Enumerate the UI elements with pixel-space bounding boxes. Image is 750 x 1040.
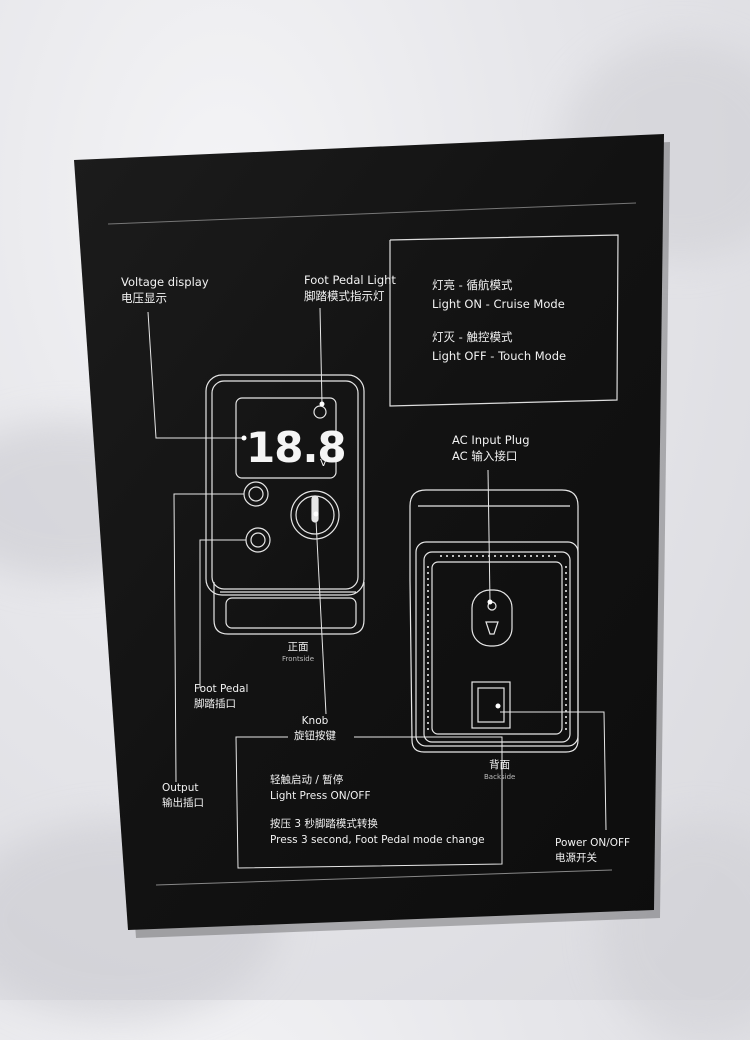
foot-pedal-light-zh: 脚踏模式指示灯 [304,289,385,303]
front-side-zh: 正面 [287,641,309,653]
lcd-digits: 18.8 V [246,423,347,472]
instruction-card: 18.8 V [74,134,670,938]
power-en: Power ON/OFF [555,837,631,849]
knob-en: Knob [301,715,329,727]
foot-pedal-zh: 脚踏插口 [194,698,236,710]
ac-input-label: AC Input Plug AC 输入接口 [452,432,530,464]
leader-lines [147,307,607,869]
knob-label: Knob 旋钮按键 [294,714,336,744]
lcd-reading: 18.8 [246,423,346,472]
back-device-drawing [409,489,579,753]
card-body [74,134,664,930]
output-zh: 输出插口 [162,797,204,809]
card-graphic: 18.8 V [74,134,670,938]
mode-line1-en: Light ON - Cruise Mode [432,297,565,311]
back-side-zh: 背面 [489,759,511,771]
mode-line2-zh: 灯灭 - 触控模式 [432,330,513,344]
mode-line1-zh: 灯亮 - 循航模式 [432,278,513,292]
foot-pedal-light-label: Foot Pedal Light 脚踏模式指示灯 [304,272,396,304]
foot-pedal-light-en: Foot Pedal Light [304,273,396,287]
back-side-en: Backside [484,773,516,781]
mode-box [389,234,619,407]
knob-line2-zh: 按压 3 秒脚踏模式转换 [270,818,378,830]
knob-line1-en: Light Press ON/OFF [270,790,371,802]
knob-box-text: 轻触启动 / 暂停 Light Press ON/OFF 按压 3 秒脚踏模式转… [270,772,485,848]
front-side-en: Frontside [282,655,315,663]
back-side-label: 背面 Backside [484,758,515,782]
output-en: Output [162,782,199,794]
mode-line2-en: Light OFF - Touch Mode [432,349,567,363]
voltage-display-label: Voltage display 电压显示 [121,274,209,306]
mode-box-text: 灯亮 - 循航模式 Light ON - Cruise Mode 灯灭 - 触控… [432,276,566,366]
knob-line1-zh: 轻触启动 / 暂停 [270,774,344,786]
voltage-display-en: Voltage display [121,275,209,289]
lcd-unit: V [320,458,327,469]
knob-line2-en: Press 3 second, Foot Pedal mode change [270,834,485,846]
power-label: Power ON/OFF 电源开关 [555,836,630,866]
front-side-label: 正面 Frontside [282,640,314,664]
output-label: Output 输出插口 [162,781,204,811]
foot-pedal-en: Foot Pedal [194,683,249,695]
foot-pedal-label: Foot Pedal 脚踏插口 [194,682,248,712]
ac-input-zh: AC 输入接口 [452,449,518,463]
voltage-display-zh: 电压显示 [121,291,167,305]
knob-zh: 旋钮按键 [294,730,336,742]
power-zh: 电源开关 [555,852,597,864]
ac-input-en: AC Input Plug [452,433,530,447]
